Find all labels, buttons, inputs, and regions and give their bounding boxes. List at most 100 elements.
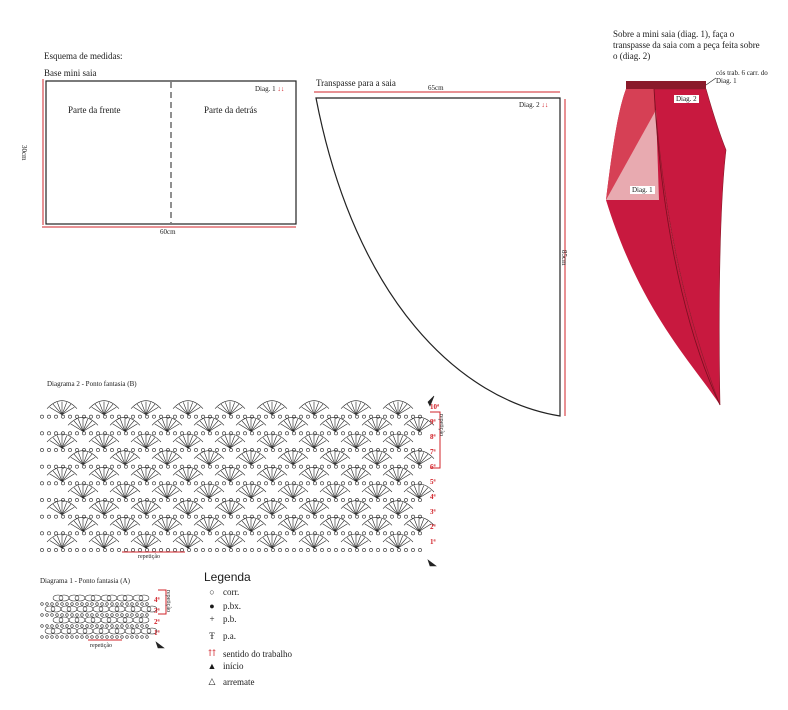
chain-stitch [145,613,149,617]
chain-stitch [257,498,261,502]
fan-motif [382,400,414,415]
chain-stitch [327,431,331,436]
chain-stitch [96,448,100,452]
chain-stitch [222,464,226,469]
small-fan-motif [124,627,142,635]
diagram2-row-label: 1ª [430,538,436,546]
chain-stitch [390,448,394,452]
chain-stitch [215,531,219,536]
chain-stitch [124,431,128,436]
chain-stitch [236,448,240,452]
chain-stitch [383,548,387,552]
diag1-tag: Diag. 1 ↓↓ [255,85,285,93]
chain-stitch [292,531,296,536]
fan-motif [46,467,78,482]
chain-stitch [82,414,86,419]
chain-stitch [348,414,352,419]
fan-motif [193,483,225,499]
small-fan-motif [132,594,150,602]
diagram2-row-label: 4ª [430,493,436,501]
chain-stitch [166,448,170,452]
diagram2-row-label: 9ª [430,418,436,426]
chain-stitch [208,514,212,519]
fan-motif [214,433,246,449]
chain-stitch [40,602,44,606]
chain-stitch [47,414,51,419]
chain-stitch [110,514,114,519]
chain-stitch [271,498,275,502]
chain-stitch [75,481,79,486]
small-fan-motif [60,627,78,635]
chain-stitch [250,431,254,436]
chain-stitch [222,431,226,436]
chain-stitch [145,514,149,519]
chain-stitch [138,414,142,419]
chain-stitch [61,448,65,452]
fan-motif [88,467,120,482]
chain-stitch [250,514,254,519]
chain-stitch [135,635,139,639]
chain-stitch [47,514,51,519]
chain-stitch [89,514,93,519]
chain-stitch [229,531,233,536]
chain-stitch [306,481,310,486]
fan-motif [88,533,120,549]
chain-stitch [75,448,79,452]
chain-stitch [313,498,317,502]
chain-stitch [222,548,226,552]
chain-stitch [159,414,163,419]
chain-stitch [187,498,191,502]
chain-stitch [271,548,275,552]
skirt-diag1-tag: Diag. 1 [630,186,655,194]
chain-stitch [117,431,121,436]
chain-stitch [320,514,324,519]
fan-motif [130,433,162,449]
chain-stitch [110,498,114,502]
chain-stitch [110,464,114,469]
chain-stitch [60,613,64,617]
chain-stitch [362,448,366,452]
chain-stitch [383,531,387,536]
chain-stitch [75,498,79,502]
chain-stitch [180,531,184,536]
chain-stitch [180,498,184,502]
width-label: 60cm [160,228,176,236]
chain-stitch [159,498,163,502]
chain-stitch [194,448,198,452]
chain-stitch [61,481,65,486]
chain-stitch [257,481,261,486]
chain-stitch [180,481,184,486]
chain-stitch [124,531,128,536]
chain-stitch [292,431,296,436]
chain-stitch [173,514,177,519]
fan-motif [361,517,393,532]
chain-stitch [131,448,135,452]
chain-stitch [75,635,79,639]
chain-stitch [70,602,74,606]
chain-stitch [140,613,144,617]
chain-stitch [285,481,289,486]
fan-motif [319,517,351,532]
chain-stitch [355,498,359,502]
fan-motif [235,483,267,499]
small-fan-motif [132,616,150,624]
chain-stitch [89,431,93,436]
chain-stitch [95,624,99,628]
chain-stitch [383,448,387,452]
chain-stitch [187,464,191,469]
chain-stitch [250,464,254,469]
small-fan-motif [116,616,134,624]
small-fan-motif [140,605,158,613]
chain-stitch [299,481,303,486]
chain-stitch [103,548,107,552]
fan-motif [172,467,204,482]
chain-stitch [208,464,212,469]
chain-stitch [362,531,366,536]
overlap-shape [314,91,566,417]
chain-stitch [397,498,401,502]
chain-stitch [40,481,44,486]
chain-stitch [418,498,422,502]
chain-stitch [110,414,114,419]
chain-stitch [75,414,79,419]
chain-stitch [70,613,74,617]
